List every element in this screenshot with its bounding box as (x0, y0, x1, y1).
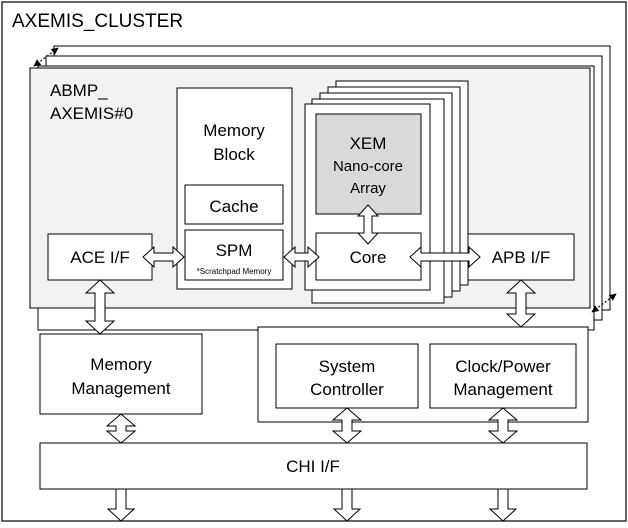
ace-if-box (47, 233, 153, 281)
cache-label: Cache (209, 197, 258, 216)
memory-management-label-line2: Management (71, 379, 171, 398)
xem-label-line3: Array (350, 180, 386, 197)
arrow-chi-out-1 (106, 488, 136, 522)
ace-if-label: ACE I/F (70, 248, 130, 267)
stack-indicator-top (33, 47, 59, 67)
stack-indicator-bottom (591, 293, 617, 313)
memory-block-label-line1: Memory (203, 121, 265, 140)
arrow-chi-out-2 (332, 488, 362, 522)
chi-if-label: CHI I/F (286, 457, 340, 476)
arrow-ace-spm (142, 245, 185, 269)
system-controller-label-line1: System (319, 357, 376, 376)
spm-box (184, 229, 284, 281)
apb-if-label: APB I/F (492, 248, 551, 267)
cluster-title: AXEMIS_CLUSTER (12, 11, 183, 32)
arrow-core-apb (409, 245, 481, 269)
memory-management-box (39, 333, 203, 415)
arrow-xem-core (356, 204, 380, 245)
arrow-sysctrl-chi (331, 407, 363, 444)
cache-box (184, 184, 284, 225)
xem-nanocore-array (315, 113, 422, 215)
spm-note: *Scratchpad Memory (197, 267, 272, 276)
xem-label-line1: XEM (350, 134, 387, 153)
abmp-label-line2: AXEMIS#0 (50, 104, 133, 123)
memory-management-label-line1: Memory (90, 355, 152, 374)
arrow-clock-chi (487, 407, 519, 444)
arrow-memmgmt-chi (105, 413, 137, 444)
apb-if-box (467, 233, 575, 281)
clock-power-label-line2: Management (453, 380, 553, 399)
arrow-apb-system (505, 279, 537, 328)
arrow-chi-out-3 (488, 488, 518, 522)
spm-label: SPM (216, 241, 253, 260)
memory-block-label-line2: Block (213, 145, 255, 164)
connection-arrows (84, 204, 537, 522)
xem-label-line2: Nano-core (333, 158, 403, 175)
clock-power-box (429, 343, 577, 409)
core-label: Core (350, 248, 387, 267)
abmp-label-line1: ABMP_ (50, 81, 108, 100)
system-controller-label-line2: Controller (310, 380, 384, 399)
arrow-spm-core (283, 245, 320, 269)
clock-power-label-line1: Clock/Power (455, 357, 551, 376)
chi-if-box (39, 442, 588, 490)
arrow-ace-memmgmt (84, 279, 116, 335)
